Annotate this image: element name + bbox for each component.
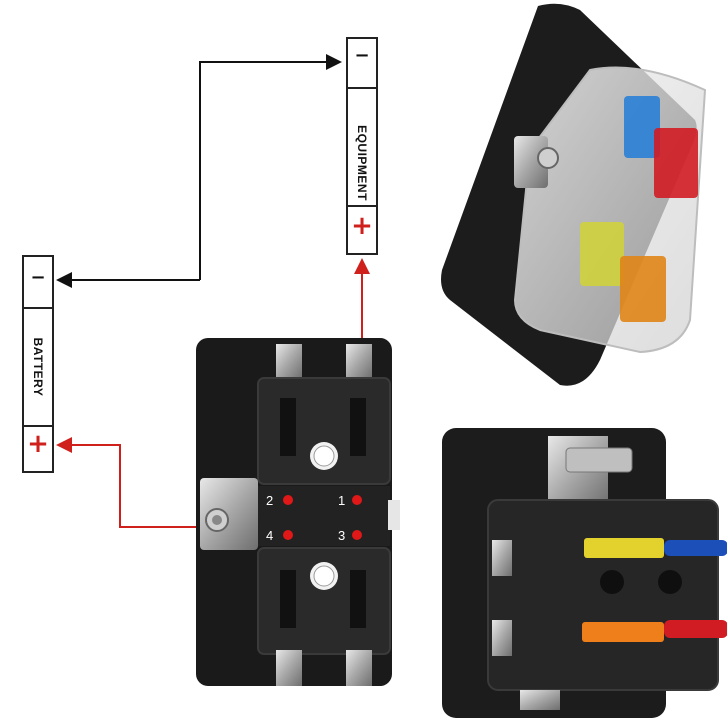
positive-wire-battery (56, 437, 205, 528)
wired-wire-red (664, 620, 727, 638)
positive-stud-plate (200, 478, 258, 550)
equipment-plus-sign: + (351, 211, 373, 241)
led-4 (283, 530, 293, 540)
covered-fuse-orange (620, 256, 666, 322)
wired-fuse-yellow (584, 538, 664, 558)
terminal-top-right (346, 344, 372, 378)
wired-fuse-orange (582, 622, 664, 642)
fuse-number-1: 1 (338, 493, 345, 508)
fuse-number-2: 2 (266, 493, 273, 508)
led-1 (352, 495, 362, 505)
battery-divider-bottom (24, 425, 52, 427)
fuse-block-covered-view (441, 3, 707, 386)
equipment-divider-top (348, 87, 376, 89)
fuse-number-4: 4 (266, 528, 273, 543)
covered-fuse-red (654, 128, 698, 198)
wired-wire-blue (664, 540, 727, 556)
terminal-bottom-left (276, 650, 302, 686)
negative-wire (199, 54, 342, 280)
equipment-minus-sign: − (354, 45, 370, 66)
terminal-top-left (276, 344, 302, 378)
equipment-divider-bottom (348, 205, 376, 207)
battery-divider-top (24, 307, 52, 309)
equipment-box: − EQUIPMENT + (346, 37, 378, 255)
fuse-number-3: 3 (338, 528, 345, 543)
covered-fuse-yellow (580, 222, 624, 286)
battery-plus-sign: + (27, 429, 49, 459)
battery-minus-sign: − (30, 267, 46, 288)
fuse-block-wired-view (442, 428, 727, 718)
covered-fuse-blue (624, 96, 660, 158)
fuse-block-top-view: 2 1 4 3 (196, 338, 400, 686)
battery-box: − BATTERY + (22, 255, 54, 473)
terminal-bottom-right (346, 650, 372, 686)
led-2 (283, 495, 293, 505)
led-3 (352, 530, 362, 540)
